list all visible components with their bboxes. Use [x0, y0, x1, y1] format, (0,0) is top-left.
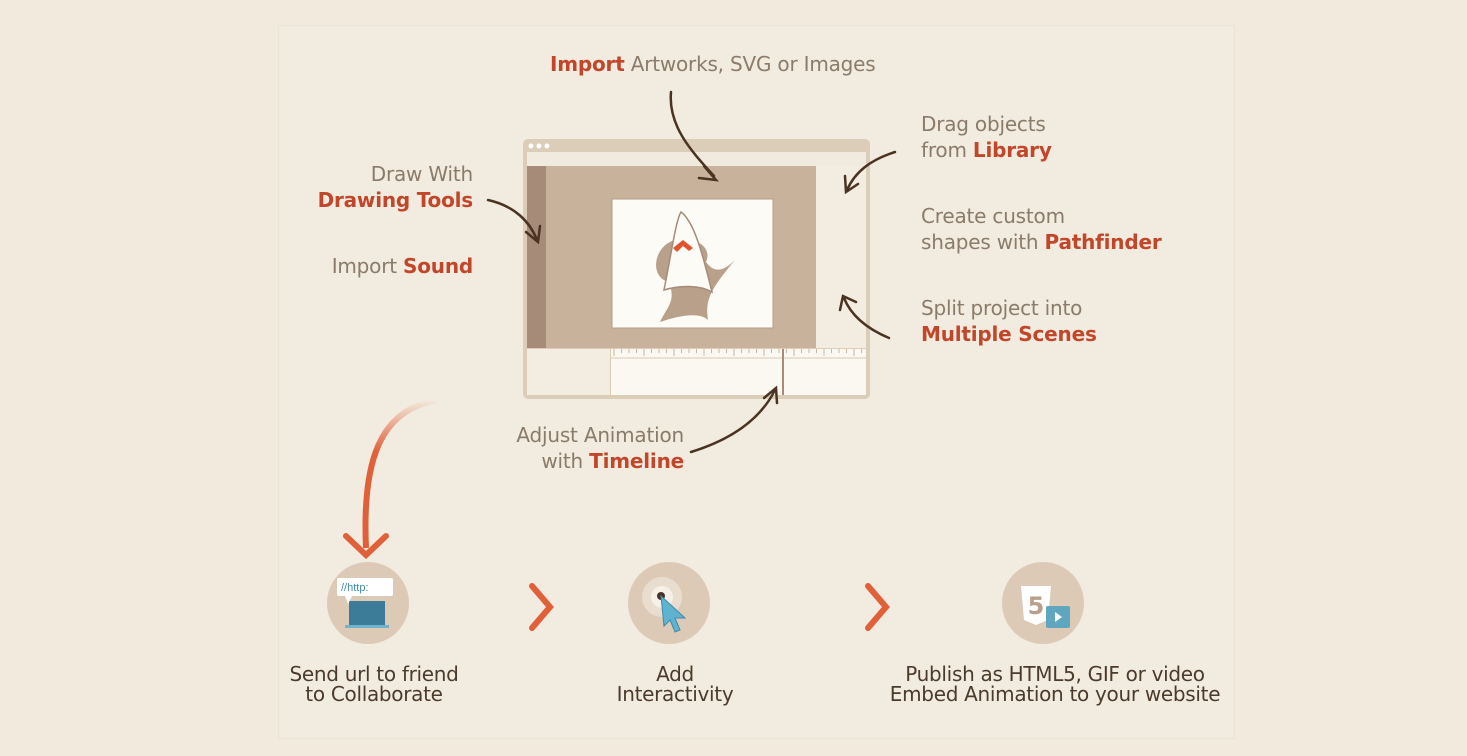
- arrow-icon: [842, 296, 891, 340]
- arrow-head-icon: [762, 385, 779, 405]
- flow-arrow-down-icon: [362, 397, 438, 549]
- mascot-character-icon: [656, 210, 735, 322]
- laptop-url-icon: //http:: [327, 562, 409, 644]
- arrow-head-icon: [838, 294, 858, 312]
- arrow-icon: [524, 224, 542, 245]
- cursor-click-icon: [628, 562, 710, 644]
- svg-text:5: 5: [1028, 592, 1045, 620]
- arrow-icon: [845, 150, 897, 192]
- html5-video-icon: 5: [1002, 562, 1084, 644]
- flow-arrow-head-icon: [343, 533, 389, 560]
- arrow-icon: [689, 388, 777, 454]
- arrow-head-icon: [697, 164, 720, 182]
- arrow-head-icon: [843, 174, 860, 195]
- label-import-artworks: Import Artworks, SVG or Images: [550, 52, 876, 76]
- label-sound: Import Sound: [331, 254, 473, 278]
- svg-text://http:: //http:: [341, 582, 369, 594]
- editor-window-illustration: [523, 139, 870, 399]
- callout-arrows: [486, 90, 897, 454]
- arrow-icon: [486, 198, 539, 242]
